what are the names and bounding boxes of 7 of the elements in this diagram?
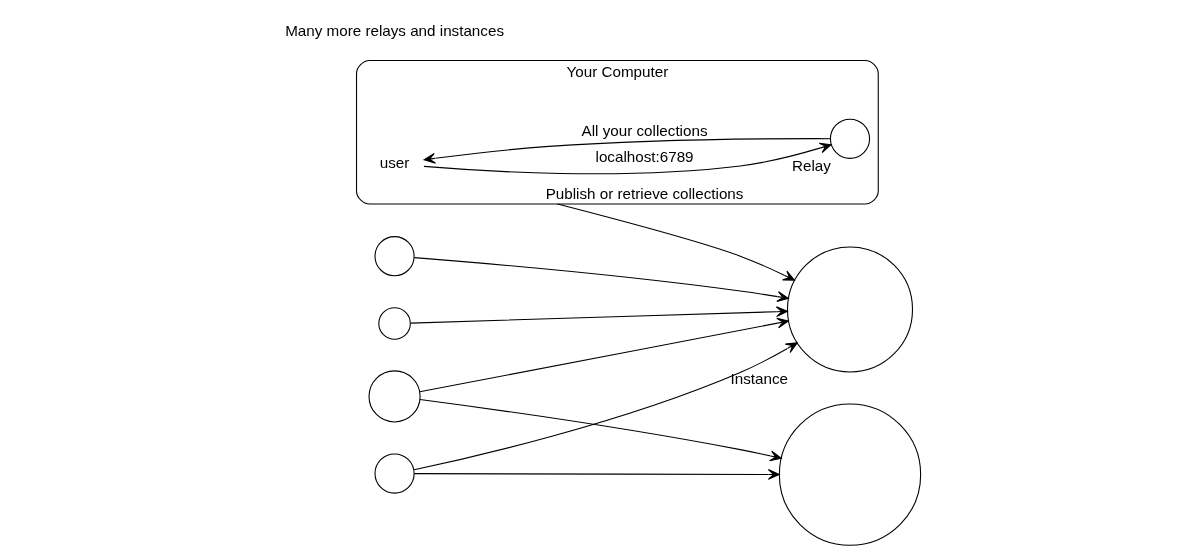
label: Many more relays and instances [284, 22, 504, 40]
edge-label: localhost:6789 [595, 147, 694, 165]
node-label: Instance [730, 370, 788, 388]
node-label: Relay [791, 156, 831, 174]
edge-label: Publish or retrieve collections [545, 184, 743, 202]
edge-label: All your collections [581, 121, 708, 139]
node-text: user [379, 153, 409, 171]
